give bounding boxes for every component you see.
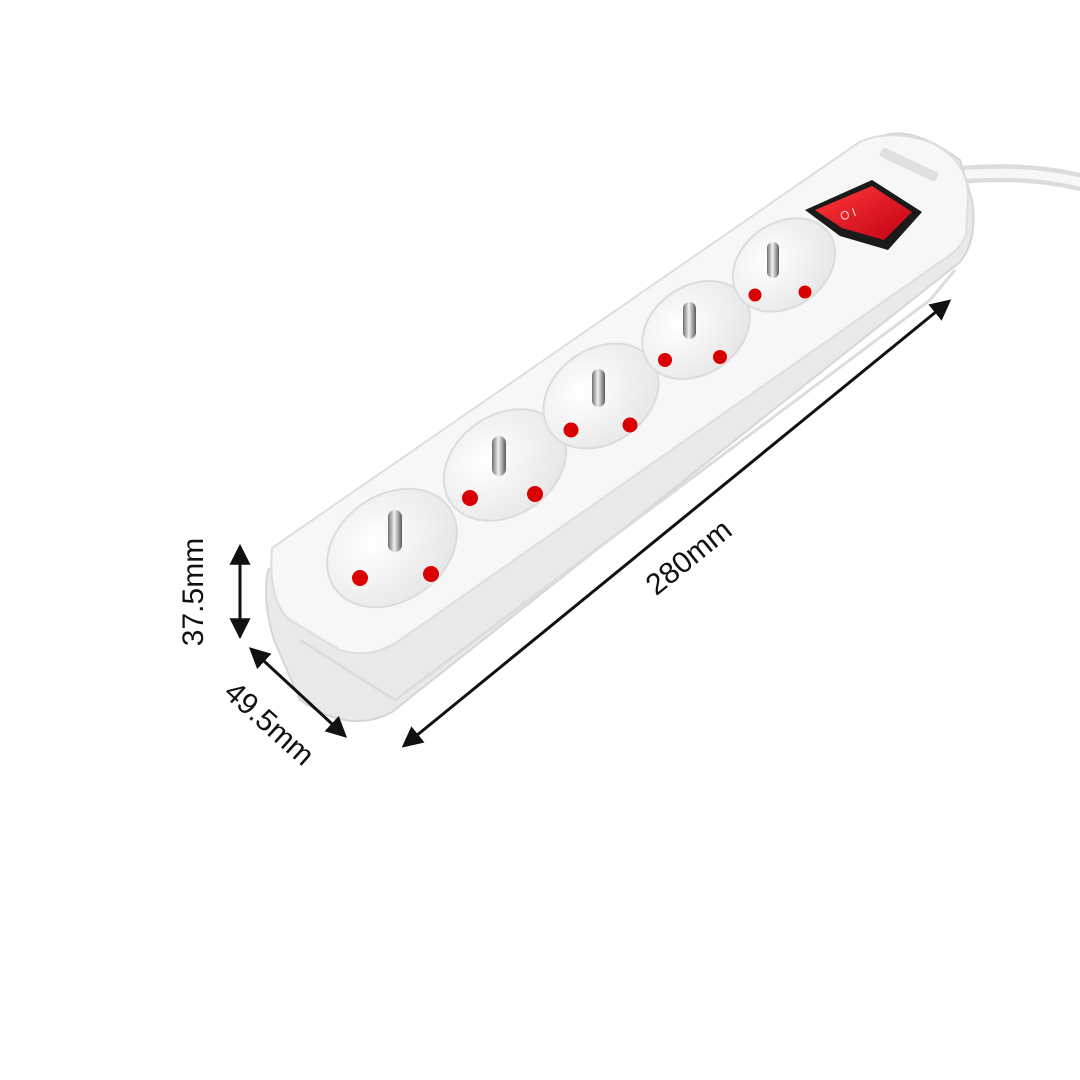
socket-contact bbox=[622, 417, 638, 433]
dimension-height: 37.5mm bbox=[177, 538, 251, 646]
brand-plate bbox=[879, 147, 939, 182]
earth-pin bbox=[388, 510, 402, 552]
socket-contact bbox=[713, 350, 727, 364]
power-switch: O I bbox=[805, 180, 922, 250]
earth-pin bbox=[592, 369, 605, 407]
socket-contact bbox=[352, 570, 368, 586]
power-strip: O I bbox=[265, 132, 975, 723]
socket-contact bbox=[748, 288, 762, 302]
socket-contact bbox=[423, 566, 439, 582]
socket-contact bbox=[563, 422, 579, 438]
length-arrow bbox=[401, 299, 952, 748]
switch-marks: O I bbox=[838, 205, 858, 224]
socket-contact bbox=[462, 490, 478, 506]
earth-pin bbox=[767, 242, 779, 278]
length-label: 280mm bbox=[640, 513, 739, 602]
earth-pin bbox=[683, 302, 696, 339]
socket-contact bbox=[527, 486, 543, 502]
earth-pin bbox=[492, 436, 506, 476]
socket-contact bbox=[798, 285, 812, 299]
socket-contact bbox=[658, 353, 672, 367]
socket-5 bbox=[731, 217, 837, 313]
height-label: 37.5mm bbox=[177, 538, 210, 646]
width-arrow bbox=[248, 647, 348, 738]
